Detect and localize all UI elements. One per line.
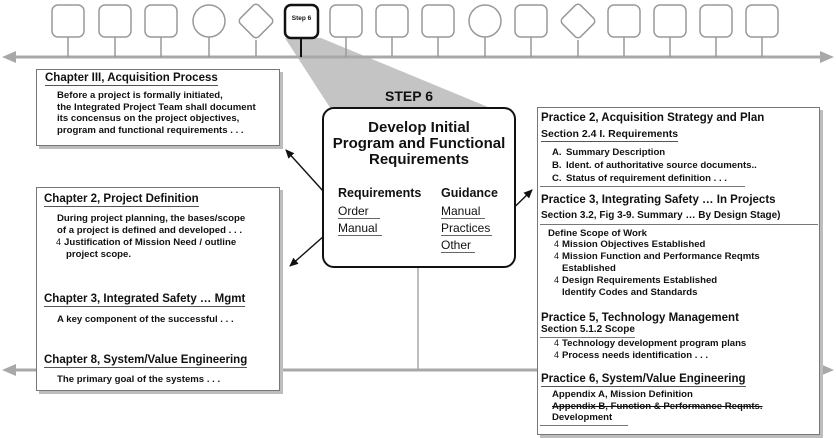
step-14-shape[interactable] [653,4,687,38]
practice3-bullet-3-cont: Identify Codes and Standards [562,287,698,298]
bottom-timeline-right-arrow [820,364,834,376]
chapter3-safety-text: A key component of the successful . . . [57,314,234,325]
practice6-line-1: Appendix A, Mission Definition [552,389,693,400]
guidance-heading: Guidance [441,186,498,200]
requirements-heading: Requirements [338,186,422,200]
step-squares-group [51,3,779,57]
current-step-label: Step 6 [291,15,312,22]
practice3-divider [540,224,818,225]
chapter2-line-2: of a project is defined and developed . … [57,225,242,236]
guidance-practices-link[interactable]: Practices [441,221,492,236]
step-16-shape[interactable] [745,4,779,38]
chapter3-line-3: its concensus on the project objectives, [57,113,240,124]
guidance-manual-link[interactable]: Manual [441,204,485,219]
chapter8-text: The primary goal of the systems . . . [57,374,221,385]
step-2-shape[interactable] [98,4,132,38]
practice5-divider [540,337,635,338]
chapter2-bullet-cont: project scope. [66,249,132,260]
step-title-line-1: Develop Initial [368,119,470,136]
chapter3-safety-title: Chapter 3, Integrated Safety … Mgmt [44,293,246,307]
chapter8-title: Chapter 8, System/Value Engineering [44,354,248,368]
step-9-shape[interactable] [421,4,455,38]
step-7-shape[interactable] [329,4,363,38]
practice3-title: Practice 3, Integrating Safety … In Proj… [541,194,776,206]
step-banner: STEP 6 [385,88,433,104]
step-4-shape[interactable] [192,4,226,38]
requirement-order-link[interactable]: Order [338,204,380,219]
chapter3-acquisition-title: Chapter III, Acquisition Process [45,72,218,86]
practice2-section: Section 2.4 I. Requirements [541,128,679,142]
practice5-title: Practice 5, Technology Management [541,312,739,324]
step-panel [322,107,516,268]
practice6-line-3: Development [552,412,613,423]
practice3-intro: Define Scope of Work [548,228,647,239]
step-8-shape[interactable] [375,4,409,38]
right-practices-box [537,107,820,435]
step-11-shape[interactable] [514,4,548,38]
chapter3-acquisition-box [36,69,280,146]
step-1-shape[interactable] [51,4,85,38]
practice2-title: Practice 2, Acquisition Strategy and Pla… [541,112,765,124]
chapter2-line-1: During project planning, the bases/scope [57,213,246,224]
practice5-section: Section 5.1.2 Scope [541,324,635,335]
chapter3-line-1: Before a project is formally initiated, [57,90,223,101]
step-3-shape[interactable] [144,4,178,38]
practice3-section: Section 3.2, Fig 3-9. Summary … By Desig… [541,210,781,221]
practice2-item-b: B.Ident. of authoritative source documen… [552,160,757,171]
practice6-line-2: Appendix B, Function & Performance Reqmt… [552,401,763,412]
chapter3-line-4: program and functional requirements . . … [57,124,244,136]
step-13-shape[interactable] [607,4,641,38]
guidance-other-link[interactable]: Other [441,238,475,253]
step-title-line-3: Requirements [368,151,470,168]
step-title-line-2: Program and Functional [332,135,506,152]
bullet-marker: 4 [56,237,62,247]
chapter2-title: Chapter 2, Project Definition [44,193,199,207]
left-chapters-box [36,187,280,391]
top-timeline-left-arrow [2,51,16,63]
practice2-item-a: A.Summary Description [552,147,666,158]
step-5-shape[interactable] [238,3,275,40]
practice3-bullet-2-cont: Established [562,263,616,274]
practice6-title: Practice 6, System/Value Engineering [541,373,746,387]
top-timeline-right-arrow [820,51,834,63]
step-15-shape[interactable] [699,4,733,38]
practice2-item-c: C.Status of requirement definition . . . [552,173,727,184]
requirement-manual-link[interactable]: Manual [338,221,382,236]
step-12-shape[interactable] [560,3,597,40]
bottom-timeline-left-arrow [2,364,16,376]
chapter3-line-2: the Integrated Project Team shall docume… [57,101,256,113]
step-10-shape[interactable] [468,4,502,38]
practice2-divider [540,186,745,187]
practice6-divider [540,425,628,426]
